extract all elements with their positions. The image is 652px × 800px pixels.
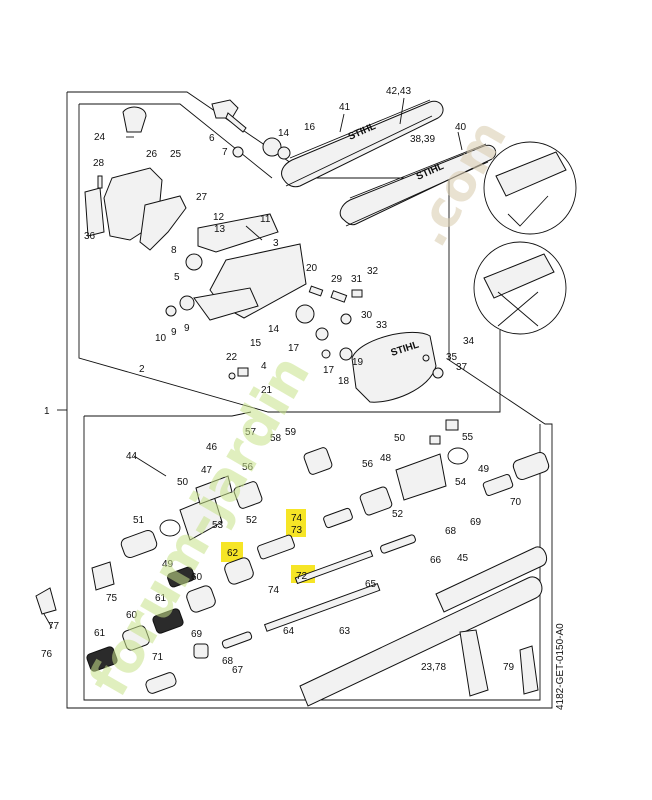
callout-13: 13	[214, 224, 226, 235]
callout-14a: 14	[278, 128, 290, 139]
callout-35: 35	[446, 352, 458, 363]
callout-17b: 17	[323, 365, 335, 376]
callout-5: 5	[174, 272, 180, 283]
callout-4: 4	[261, 361, 267, 372]
callout-15: 15	[250, 338, 262, 349]
callout-62: 62	[227, 548, 239, 559]
callout-61b: 61	[94, 628, 106, 639]
callout-60a: 60	[191, 572, 203, 583]
callout-42-43: 42,43	[386, 86, 411, 97]
callout-56b: 56	[362, 459, 374, 470]
callout-16: 16	[304, 122, 316, 133]
callout-60b: 60	[126, 610, 138, 621]
callout-27: 27	[196, 192, 208, 203]
callout-32: 32	[367, 266, 379, 277]
callout-14b: 14	[268, 324, 280, 335]
callout-59: 59	[285, 427, 297, 438]
callout-25: 25	[170, 149, 182, 160]
callout-79: 79	[503, 662, 515, 673]
callout-68b: 68	[445, 526, 457, 537]
callout-50b: 50	[394, 433, 406, 444]
callout-71: 71	[152, 652, 164, 663]
callout-34: 34	[463, 336, 475, 347]
callout-17a: 17	[288, 343, 300, 354]
shaft-assembly	[35, 419, 550, 707]
callout-69a: 69	[191, 629, 203, 640]
callout-19: 19	[352, 357, 364, 368]
callout-49b: 49	[478, 464, 490, 475]
inset-bad-fit	[473, 241, 567, 335]
callout-67: 67	[232, 665, 244, 676]
callout-45: 45	[457, 553, 469, 564]
callout-48: 48	[380, 453, 392, 464]
callout-22: 22	[226, 352, 238, 363]
callout-21: 21	[261, 385, 273, 396]
callout-10: 10	[155, 333, 167, 344]
head-assembly	[84, 99, 444, 403]
callout-63: 63	[339, 626, 351, 637]
callout-76: 76	[41, 649, 53, 660]
callout-50a: 50	[177, 477, 189, 488]
callout-28: 28	[93, 158, 105, 169]
callout-36: 36	[84, 231, 96, 242]
callout-77: 77	[48, 621, 60, 632]
callout-52b: 52	[392, 509, 404, 520]
callout-75: 75	[106, 593, 118, 604]
callout-12: 12	[213, 212, 225, 223]
callout-58: 58	[270, 433, 282, 444]
callout-69b: 69	[470, 517, 482, 528]
callout-47: 47	[201, 465, 213, 476]
callout-66: 66	[430, 555, 442, 566]
callout-44: 44	[126, 451, 138, 462]
callout-9a: 9	[171, 327, 177, 338]
callout-72: 72	[296, 571, 308, 582]
callout-31: 31	[351, 274, 363, 285]
callout-6: 6	[209, 133, 215, 144]
callout-7: 7	[222, 147, 228, 158]
inset-good-fit	[483, 141, 577, 235]
callout-38-39: 38,39	[410, 134, 435, 145]
callout-11: 11	[260, 214, 271, 225]
callout-41: 41	[339, 102, 351, 113]
callout-57: 57	[245, 427, 257, 438]
callout-65: 65	[365, 579, 377, 590]
callout-68a: 68	[222, 656, 234, 667]
callout-54: 54	[455, 477, 467, 488]
callout-24: 24	[94, 132, 106, 143]
callout-52a: 52	[246, 515, 258, 526]
leader-lines	[43, 97, 463, 629]
callout-8: 8	[171, 245, 177, 256]
callout-1: 1	[44, 406, 50, 417]
diagram-code: 4182-GET-0150-A0	[555, 623, 566, 710]
callout-26: 26	[146, 149, 158, 160]
callout-20: 20	[306, 263, 318, 274]
callout-46: 46	[206, 442, 218, 453]
callout-2: 2	[139, 364, 145, 375]
callout-40: 40	[455, 122, 467, 133]
callout-33: 33	[376, 320, 388, 331]
callout-51: 51	[133, 515, 145, 526]
callout-30: 30	[361, 310, 373, 321]
callout-53: 53	[212, 520, 224, 531]
callout-74b: 74	[268, 585, 280, 596]
callout-70: 70	[510, 497, 522, 508]
highlight-62	[221, 542, 243, 562]
callout-49a: 49	[162, 559, 174, 570]
callout-labels: 1 2 3 4 5 6 7 8 9 9 10 11 12 13 14 14 15…	[41, 86, 522, 676]
callout-73: 73	[291, 525, 303, 536]
callout-9b: 9	[184, 323, 190, 334]
callout-18: 18	[338, 376, 350, 387]
callout-56a: 56	[242, 462, 254, 473]
callout-37: 37	[456, 362, 468, 373]
callout-23-78: 23,78	[421, 662, 446, 673]
callout-29: 29	[331, 274, 343, 285]
highlight-74-73	[286, 509, 306, 537]
callout-64: 64	[283, 626, 295, 637]
callout-3: 3	[273, 238, 279, 249]
callout-61a: 61	[155, 593, 167, 604]
callout-55: 55	[462, 432, 474, 443]
callout-74a: 74	[291, 513, 303, 524]
